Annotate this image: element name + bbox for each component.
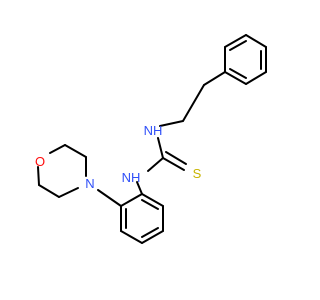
- aromatic-inner-bond: [141, 227, 159, 238]
- upper-nh-label: NH: [144, 123, 163, 138]
- bond: [64, 144, 87, 158]
- bond: [224, 34, 247, 48]
- lower-nh-label: NH: [122, 170, 141, 185]
- bond-c-s-2: [165, 151, 187, 165]
- structure-canvas: NH NH S O N: [0, 0, 300, 300]
- phenyl-ring: [224, 34, 267, 85]
- bond: [58, 187, 79, 198]
- bond-lower-nh-to-ring: [136, 181, 143, 195]
- bond: [49, 144, 66, 154]
- aromatic-inner-bond: [229, 40, 247, 51]
- bond-ethyl-2: [182, 84, 205, 122]
- background: [0, 0, 300, 300]
- aromatic-inner-bond: [229, 68, 247, 79]
- sulfur-label: S: [193, 166, 202, 181]
- bond: [245, 34, 267, 48]
- oxygen-label: O: [35, 154, 45, 169]
- bond: [141, 193, 164, 207]
- morpholine-nitrogen-label: N: [85, 176, 94, 191]
- bond: [120, 193, 143, 207]
- benzene-ring-lower: [120, 193, 164, 244]
- bond-carbon-to-lower-nh: [147, 157, 164, 172]
- structure-diagram: NH NH S O N: [0, 0, 300, 300]
- bond: [120, 230, 143, 244]
- bond-ring-to-morpholine-n: [97, 189, 122, 207]
- bond: [224, 71, 247, 85]
- bond-ethyl-1: [203, 71, 226, 86]
- aromatic-inner-bond: [141, 199, 159, 210]
- bond-c-s-1: [162, 157, 185, 171]
- bond-upper-nh-to-carbon: [157, 137, 164, 159]
- morpholine-ring: [37, 144, 87, 198]
- bond: [37, 166, 40, 186]
- bond-to-upper-nh: [159, 120, 184, 127]
- bond: [38, 184, 60, 198]
- bond: [141, 230, 164, 244]
- bond: [245, 71, 267, 85]
